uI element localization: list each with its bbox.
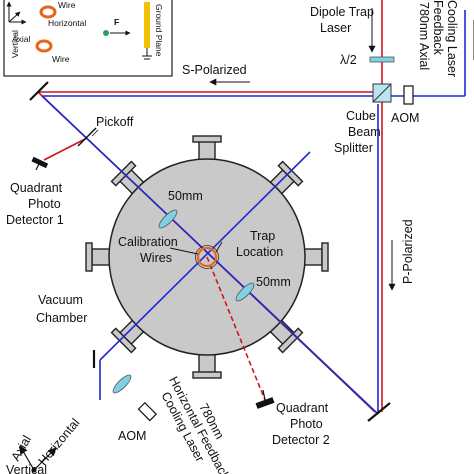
blue-beam-paths bbox=[41, 10, 466, 415]
axial-cooling-laser-line1: 780nm Axial bbox=[417, 2, 431, 70]
pickoff-label: Pickoff bbox=[96, 115, 134, 129]
cube-beam-splitter-line3: Splitter bbox=[334, 141, 373, 155]
calibration-wires-line1: Calibration bbox=[118, 235, 178, 249]
axis-axial-label: Axial bbox=[8, 433, 34, 463]
inset-force-label: F bbox=[114, 17, 119, 27]
trap-location-line1: Trap bbox=[250, 229, 275, 243]
cube-beam-splitter-line2: Beam bbox=[348, 125, 381, 139]
inset-wire-bottom-label: Wire bbox=[52, 54, 70, 64]
qpd1-line2: Photo bbox=[28, 197, 61, 211]
beam-splitter-icon bbox=[372, 83, 392, 103]
inset-panel: Vertical Axial Wire Horizontal Wire F Gr… bbox=[3, 0, 173, 77]
detector-icon bbox=[31, 156, 49, 171]
p-polarized-label: P-Polarized bbox=[401, 219, 415, 284]
inset-wire-top-label: Wire bbox=[58, 0, 76, 10]
axis-compass bbox=[19, 445, 57, 473]
inset-horizontal-label: Horizontal bbox=[48, 18, 86, 28]
aom-icon bbox=[403, 85, 414, 105]
vacuum-chamber-line1: Vacuum bbox=[38, 293, 83, 307]
axis-vertical-label: Vertical bbox=[6, 463, 47, 474]
trap-location-line2: Location bbox=[236, 245, 283, 259]
inset-particle bbox=[103, 30, 109, 36]
vacuum-chamber-line2: Chamber bbox=[36, 311, 87, 325]
qpd2-line2: Photo bbox=[290, 417, 323, 431]
corner-mirror-icon bbox=[367, 402, 391, 422]
trap-location-marker bbox=[195, 245, 219, 269]
cube-beam-splitter-line1: Cube bbox=[346, 109, 376, 123]
aom-bottom-label: AOM bbox=[118, 429, 146, 443]
detector-2-icon bbox=[255, 389, 275, 409]
inset-ground-plane-label: Ground Plane bbox=[154, 4, 164, 57]
aom-top-label: AOM bbox=[391, 111, 419, 125]
axis-horizontal-label: Horizontal bbox=[36, 416, 83, 468]
axial-cooling-laser-line2: Feedback bbox=[431, 0, 445, 56]
inset-wire-ring-bottom bbox=[35, 39, 53, 53]
qpd2-line1: Quadrant bbox=[276, 401, 329, 415]
lens-upper-label: 50mm bbox=[168, 189, 203, 203]
qpd2-line3: Detector 2 bbox=[272, 433, 330, 447]
s-polarized-label: S-Polarized bbox=[182, 63, 247, 77]
aom-bottom-icon bbox=[137, 401, 158, 422]
waveplate-icon bbox=[369, 56, 395, 63]
dipole-trap-laser-line2: Laser bbox=[320, 21, 351, 35]
lambda-half-label: λ/2 bbox=[340, 53, 357, 67]
inset-vertical-label: Vertical bbox=[10, 30, 20, 58]
inset-ground-plane bbox=[144, 2, 150, 48]
lens-icon bbox=[112, 209, 255, 394]
qpd1-line3: Detector 1 bbox=[6, 213, 64, 227]
inset-axial-label: Axial bbox=[12, 34, 31, 44]
calibration-wires-line2: Wires bbox=[140, 251, 172, 265]
mirror-icon bbox=[29, 81, 49, 101]
lens-lower-label: 50mm bbox=[256, 275, 291, 289]
axial-cooling-laser-line3: Cooling Laser bbox=[445, 0, 459, 77]
inset-wire-ring-top bbox=[39, 5, 57, 19]
pickoff-mirror-icon bbox=[77, 127, 97, 147]
dipole-trap-laser-line1: Dipole Trap bbox=[310, 5, 374, 19]
qpd1-line1: Quadrant bbox=[10, 181, 63, 195]
